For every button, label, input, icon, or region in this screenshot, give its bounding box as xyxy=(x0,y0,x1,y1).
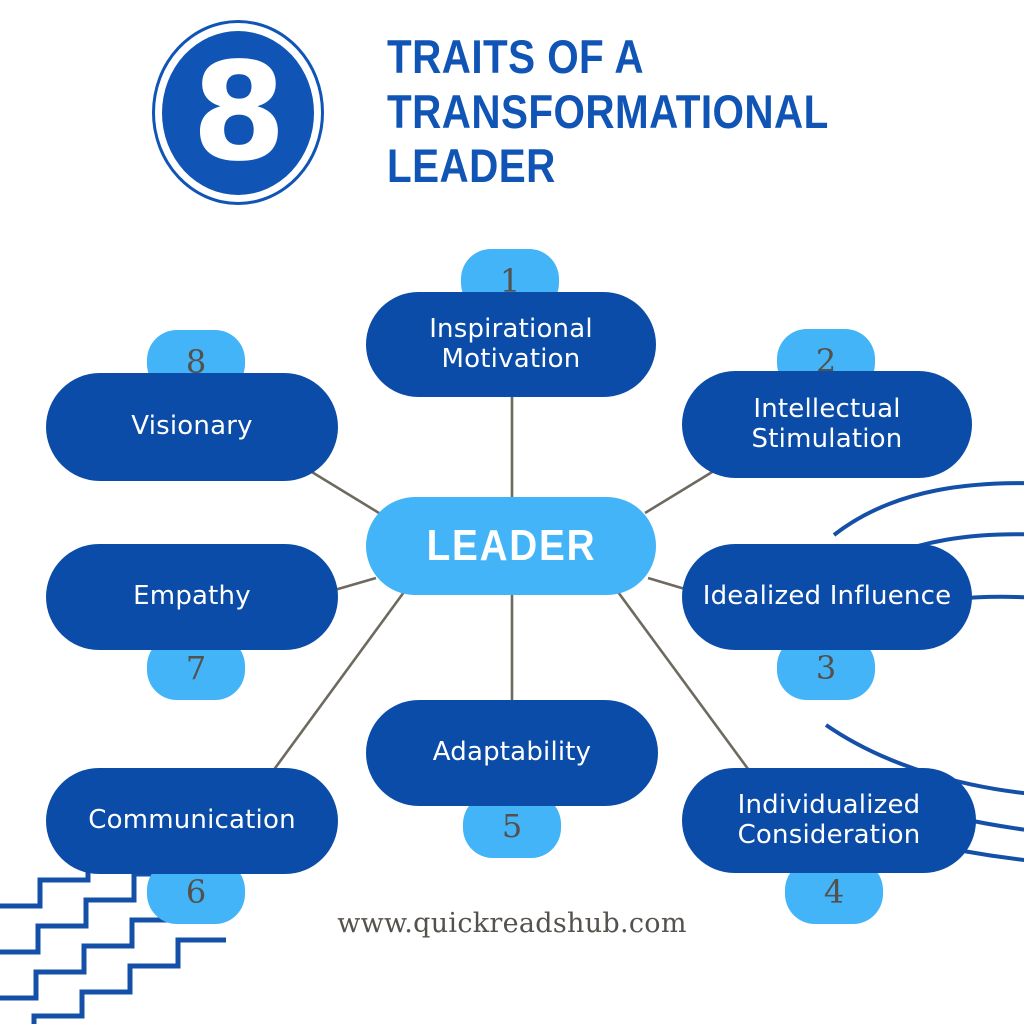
badge-number: 6 xyxy=(185,873,207,911)
badge-number: 8 xyxy=(185,343,207,381)
trait-label: Idealized Influence xyxy=(702,581,952,612)
logo-disc xyxy=(162,31,314,195)
badge-number: 5 xyxy=(501,807,523,845)
trait-node-communication[interactable]: Communication xyxy=(46,768,338,874)
hub-node-leader[interactable]: LEADER xyxy=(366,497,656,595)
trait-node-empathy[interactable]: Empathy xyxy=(46,544,338,650)
connector-to-trait-2 xyxy=(644,464,723,515)
badge-number: 4 xyxy=(823,873,845,911)
trait-label: Inspirational Motivation xyxy=(429,313,593,374)
connector-to-trait-8 xyxy=(301,464,380,515)
connector-to-trait-4 xyxy=(616,591,764,789)
trait-node-inspirational-motivation[interactable]: Inspirational Motivation xyxy=(366,292,656,397)
count-badge-logo: 8 xyxy=(150,18,332,213)
trait-node-intellectual-stimulation[interactable]: Intellectual Stimulation xyxy=(682,371,972,478)
logo-outer-ring xyxy=(152,20,324,205)
trait-node-visionary[interactable]: Visionary xyxy=(46,373,338,481)
trait-node-adaptability[interactable]: Adaptability xyxy=(366,700,658,806)
hub-label: LEADER xyxy=(426,521,596,570)
badge-number: 3 xyxy=(815,649,837,687)
logo-number: 8 xyxy=(191,34,287,192)
title-line-3: LEADER xyxy=(387,139,556,193)
title-line-1: TRAITS OF A xyxy=(387,30,644,83)
badge-number: 1 xyxy=(499,262,521,300)
trait-label: Adaptability xyxy=(432,737,592,768)
trait-label: Empathy xyxy=(133,581,251,612)
trait-label: Visionary xyxy=(131,411,253,442)
trait-node-idealized-influence[interactable]: Idealized Influence xyxy=(682,544,972,650)
badge-number: 7 xyxy=(185,649,207,687)
trait-label: Intellectual Stimulation xyxy=(751,393,903,454)
connector-to-trait-6 xyxy=(260,591,406,787)
badge-number: 2 xyxy=(815,342,837,380)
title-line-2: TRANSFORMATIONAL xyxy=(387,84,829,138)
site-url[interactable]: www.quickreadshub.com xyxy=(337,908,687,939)
header: 8 TRAITS OF A TRANSFORMATIONAL LEADER xyxy=(150,18,901,213)
trait-label: Communication xyxy=(88,805,296,836)
trait-label: Individualized Consideration xyxy=(737,789,921,850)
page-title: TRAITS OF A TRANSFORMATIONAL LEADER xyxy=(387,30,901,194)
trait-node-individualized-consideration[interactable]: Individualized Consideration xyxy=(682,768,976,873)
